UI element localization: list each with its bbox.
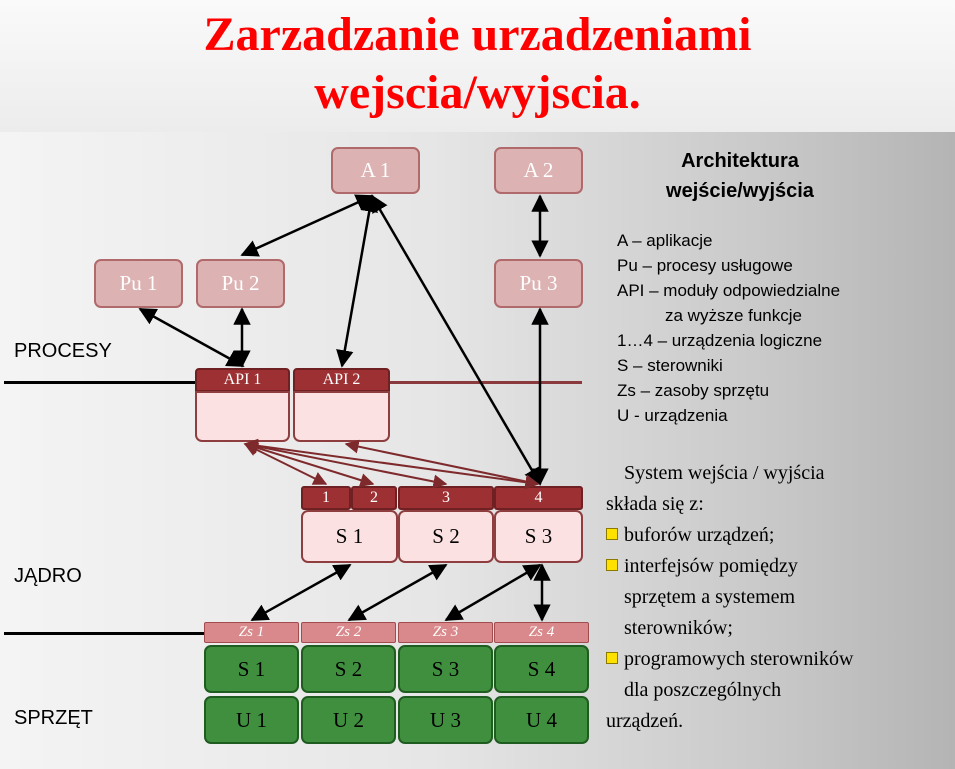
device-u1: U 1 xyxy=(204,696,299,744)
architecture-title: Architektura wejście/wyjścia xyxy=(630,146,850,206)
service-box-pu1: Pu 1 xyxy=(94,259,183,308)
system-bullet-2: interfejsów pomiędzy xyxy=(606,551,951,582)
resource-zs1: Zs 1 xyxy=(204,622,299,643)
device-u2: U 2 xyxy=(301,696,396,744)
arrow-s1-zs1 xyxy=(250,563,352,622)
system-bullet-3: programowych sterowników xyxy=(606,644,951,675)
system-description: System wejścia / wyjścia składa się z: b… xyxy=(606,458,951,737)
title-line-2: wejscia/wyjscia. xyxy=(314,66,641,119)
legend-item: Pu – procesy usługowe xyxy=(617,256,793,275)
service-box-pu2: Pu 2 xyxy=(196,259,285,308)
device-u3: U 3 xyxy=(398,696,493,744)
controller-s1: S 1 xyxy=(204,645,299,693)
arrow-api1-ld2 xyxy=(243,441,375,487)
resource-zs4: Zs 4 xyxy=(494,622,589,643)
legend-item: A – aplikacje xyxy=(617,231,713,250)
legend-item: Zs – zasoby sprzętu xyxy=(617,381,770,400)
system-intro-line-2: składa się z: xyxy=(606,493,704,515)
driver-box-s2: S 2 xyxy=(398,510,494,563)
logical-device-2: 2 xyxy=(351,486,397,510)
system-intro-line-1: System wejścia / wyjścia xyxy=(624,462,825,484)
system-bullet-2-line-3: sterowników; xyxy=(624,617,733,639)
logical-device-1: 1 xyxy=(301,486,351,510)
layer-label-processes: PROCESY xyxy=(14,340,112,362)
architecture-title-line-2: wejście/wyjścia xyxy=(666,180,814,202)
system-bullet-1: buforów urządzeń; xyxy=(606,520,951,551)
app-box-a2: A 2 xyxy=(494,147,583,194)
system-bullet-2-line-2: sprzętem a systemem xyxy=(624,586,796,608)
separator-kernel xyxy=(4,632,204,635)
legend-item: 1…4 – urządzenia logiczne xyxy=(617,331,823,350)
arrow-s2-zs2 xyxy=(347,563,448,622)
arrow-api1-ld3 xyxy=(243,439,448,489)
logical-device-4: 4 xyxy=(494,486,583,510)
arrow-a1-pu2 xyxy=(240,194,374,257)
arrow-api2-ld4 xyxy=(344,439,540,489)
arrow-api1-ld4 xyxy=(243,438,540,490)
arrow-a1-api2 xyxy=(336,194,378,368)
title-band xyxy=(0,0,955,132)
controller-s3: S 3 xyxy=(398,645,493,693)
resource-zs3: Zs 3 xyxy=(398,622,493,643)
layer-label-hardware: SPRZĘT xyxy=(14,707,93,729)
resource-zs2: Zs 2 xyxy=(301,622,396,643)
bullet-icon xyxy=(606,559,618,571)
bullet-icon xyxy=(606,528,618,540)
arrow-pu1-api1 xyxy=(138,307,245,368)
slide-title: Zarzadzanie urzadzeniami wejscia/wyjscia… xyxy=(0,6,955,122)
legend-item: API – moduły odpowiedzialne xyxy=(617,281,841,300)
architecture-title-line-1: Architektura xyxy=(681,150,799,172)
bullet-icon xyxy=(606,652,618,664)
arrow-a1-ld4 xyxy=(370,194,542,486)
controller-s2: S 2 xyxy=(301,645,396,693)
separator-processes xyxy=(4,381,196,384)
device-u4: U 4 xyxy=(494,696,589,744)
controller-s4: S 4 xyxy=(494,645,589,693)
system-bullet-3-line-2: dla poszczególnych xyxy=(624,679,782,701)
arrow-s3-zs3 xyxy=(444,563,542,622)
legend-item: za wyższe funkcje xyxy=(665,306,802,325)
api-body-1 xyxy=(195,391,290,442)
layer-label-kernel: JĄDRO xyxy=(14,565,82,587)
legend: A – aplikacje Pu – procesy usługowe API … xyxy=(617,228,840,428)
legend-item: S – sterowniki xyxy=(617,356,723,375)
title-line-1: Zarzadzanie urzadzeniami xyxy=(203,8,752,61)
driver-box-s3: S 3 xyxy=(494,510,583,563)
system-bullet-3-line-3: urządzeń. xyxy=(606,710,684,732)
app-box-a1: A 1 xyxy=(331,147,420,194)
driver-box-s1: S 1 xyxy=(301,510,398,563)
legend-item: U - urządzenia xyxy=(617,406,728,425)
